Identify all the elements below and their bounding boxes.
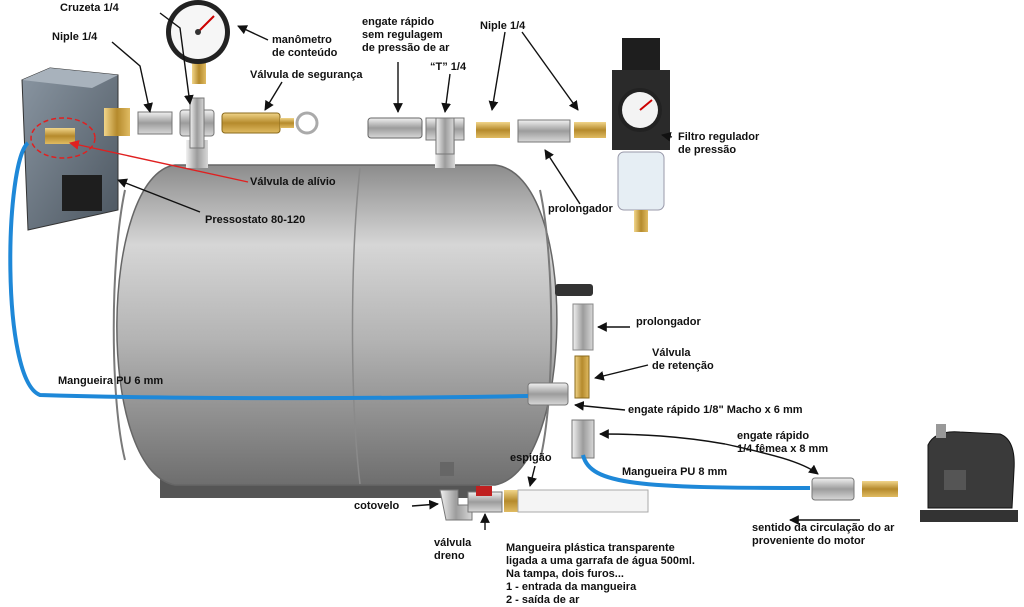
drain-assembly (439, 486, 649, 521)
motor-side-fittings (811, 477, 898, 501)
label-prolongador-side: prolongador (636, 316, 701, 328)
label-espigao: espigão (510, 452, 552, 464)
label-valvula-alivio: Válvula de alívio (250, 176, 336, 188)
label-t-fitting: “T” 1/4 (430, 61, 467, 73)
label-valvula-retencao: Válvula de retenção (652, 347, 714, 372)
label-pressostato: Pressostato 80-120 (205, 214, 306, 226)
note-line: ligada a uma garrafa de água 500ml. (506, 555, 695, 567)
label-manometro: manômetro de conteúdo (272, 34, 338, 59)
note-line: Mangueira plástica transparente (506, 542, 675, 554)
top-right-fittings (367, 117, 606, 155)
label-filtro: Filtro regulador de pressão (678, 131, 760, 156)
relief-valve-pointer (69, 140, 249, 183)
label-cotovelo: cotovelo (354, 500, 400, 512)
safety-valve (221, 111, 319, 135)
drain-bottle-note: Mangueira plástica transparente ligada a… (506, 542, 695, 607)
cross-fitting (137, 97, 215, 149)
label-cruzeta: Cruzeta 1/4 (60, 2, 119, 14)
label-valvula-dreno: válvula dreno (434, 537, 472, 562)
compressor-motor-icon (920, 424, 1018, 522)
pointer-arrows (111, 12, 860, 530)
label-valvula-seguranca: Válvula de segurança (250, 69, 363, 81)
label-sentido: sentido da circulação do ar proveniente … (752, 522, 895, 547)
label-engate-macho: engate rápido 1/8" Macho x 6 mm (628, 404, 803, 416)
tank-top-couplings (186, 140, 455, 168)
pressure-gauge-icon (166, 0, 230, 84)
air-tank (112, 164, 593, 498)
hose-pu-8mm (581, 454, 811, 490)
note-line: Na tampa, dois furos... (506, 568, 624, 580)
note-line: 1 - entrada da mangueira (506, 581, 637, 593)
label-niple-right: Niple 1/4 (480, 20, 526, 32)
label-niple-left: Niple 1/4 (52, 31, 98, 43)
label-mangueira-pu6: Mangueira PU 6 mm (58, 375, 164, 387)
label-mangueira-pu8: Mangueira PU 8 mm (622, 466, 728, 478)
pressure-switch-icon (21, 67, 130, 231)
label-engate-rapido-top: engate rápido sem regulagem de pressão d… (362, 16, 450, 54)
label-engate-femea: engate rápido 1/4 fêmea x 8 mm (737, 430, 829, 455)
hose-pu-6mm (8, 141, 529, 401)
filter-regulator (612, 38, 670, 232)
hoses (8, 141, 811, 490)
right-side-fittings (527, 303, 595, 459)
label-prolongador-top: prolongador (548, 203, 613, 215)
note-line: 2 - saída de ar (506, 594, 580, 606)
